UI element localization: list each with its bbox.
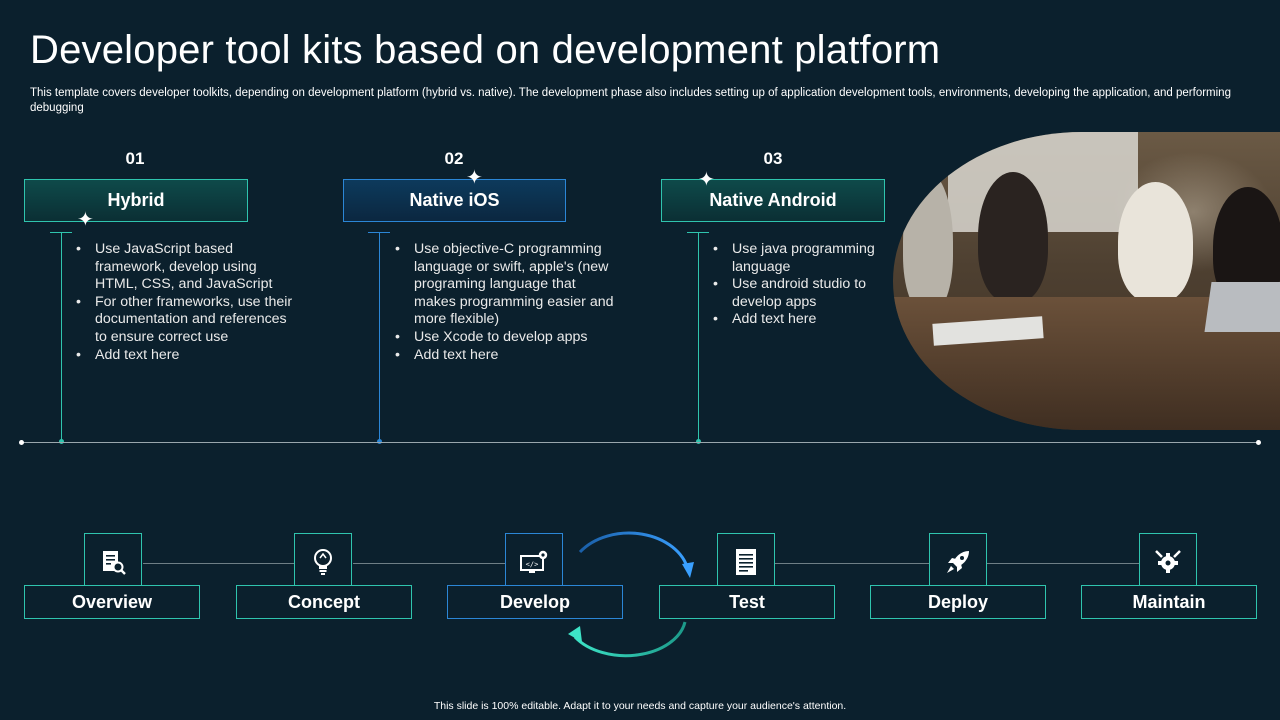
stage-connector [353,563,505,564]
arrow-head-bottom [568,626,582,642]
document-magnifier-icon [103,551,126,575]
list-item: Use java programming language [713,241,902,276]
stage-connector [143,563,294,564]
stage-label-deploy[interactable]: Deploy [870,585,1046,619]
person [978,172,1048,302]
timeline-connector [61,232,62,442]
list-item: Add text here [395,347,619,365]
stage-icon-overview[interactable] [84,533,142,591]
arrow-top [578,531,690,571]
stage-label-overview[interactable]: Overview [24,585,200,619]
list-item: Use android studio to develop apps [713,276,902,311]
footer-note: This slide is 100% editable. Adapt it to… [433,700,847,712]
stage-icon-test[interactable] [717,533,775,591]
person [1118,182,1193,302]
sparkle-icon: ✦ [698,169,715,191]
cycle-arrows [568,531,694,658]
code-gear-monitor-icon: </> [520,550,548,573]
stage-label-concept[interactable]: Concept [236,585,412,619]
platform-title-box[interactable]: Hybrid [24,179,248,222]
sparkle-icon: ✦ [466,167,483,189]
timeline-connector [698,232,699,442]
timeline-dot [696,439,701,444]
bullet-list: Use JavaScript based framework, develop … [75,241,295,364]
platform-number: 02 [444,149,464,168]
timeline-dot [59,439,64,444]
list-item: Add text here [713,311,902,329]
platform-number: 01 [125,149,145,168]
laptop [1204,282,1280,332]
timeline-connector [379,232,380,442]
gear-wrench-icon [1155,550,1181,573]
bullet-list: Use objective-C programming language or … [394,241,619,364]
timeline-end-dot [1256,440,1261,445]
slide-subtitle: This template covers developer toolkits,… [30,87,1231,114]
bullet-list: Use java programming language Use androi… [712,241,902,329]
list-item: Use JavaScript based framework, develop … [76,241,295,294]
platform-title-box[interactable]: Native iOS [343,179,566,222]
timeline-dot [377,439,382,444]
document-list-icon [736,549,756,575]
stage-icon-develop[interactable]: </> [505,533,563,591]
stage-icon-concept[interactable] [294,533,352,591]
list-item: For other frameworks, use their document… [76,294,295,347]
person [903,172,953,312]
lightbulb-icon [314,549,332,575]
list-item: Use Xcode to develop apps [395,329,619,347]
stage-icon-maintain[interactable] [1139,533,1197,591]
list-item: Use objective-C programming language or … [395,241,619,329]
sparkle-icon: ✦ [77,209,94,231]
stage-connector [987,563,1139,564]
platform-number: 03 [763,149,783,168]
rocket-icon [947,551,969,573]
stage-icon-deploy[interactable] [929,533,987,591]
list-item: Add text here [76,347,295,365]
stage-label-develop[interactable]: Develop [447,585,623,619]
platform-title-box[interactable]: Native Android [661,179,885,222]
arrow-bottom [573,621,687,658]
timeline-start-dot [19,440,24,445]
stage-label-maintain[interactable]: Maintain [1081,585,1257,619]
arrow-head-top [682,562,694,578]
stage-connector [775,563,929,564]
timeline-axis [21,442,1259,443]
svg-text:</>: </> [526,561,539,569]
slide-title: Developer tool kits based on development… [30,28,941,72]
team-photo [893,132,1280,430]
stage-label-test[interactable]: Test [659,585,835,619]
